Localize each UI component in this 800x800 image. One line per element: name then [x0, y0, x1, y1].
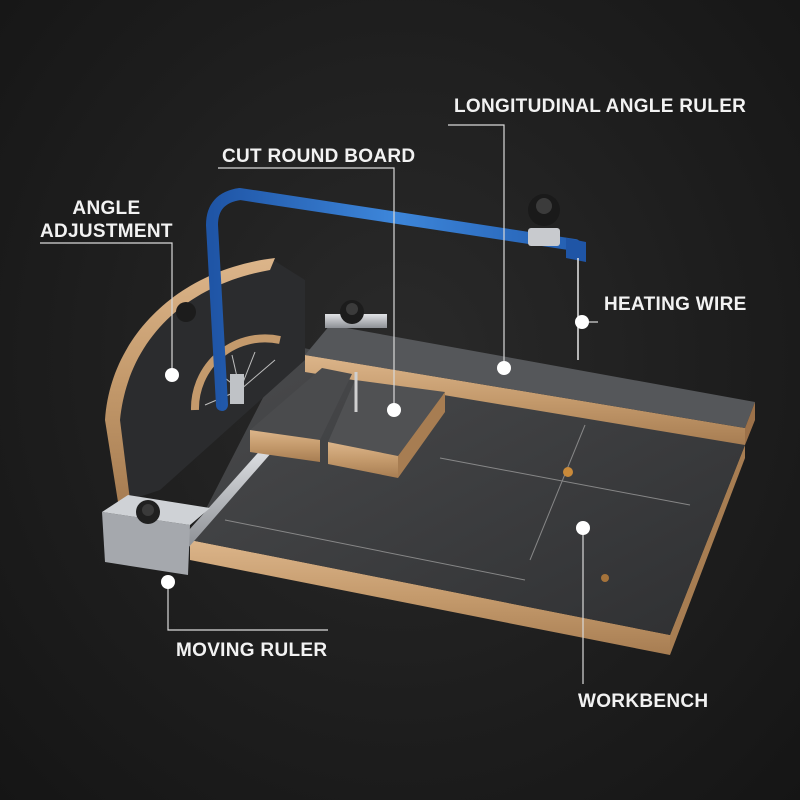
workbench-scale: [224, 424, 691, 581]
cut-round-board: [250, 368, 445, 478]
dot-angle: [165, 368, 179, 382]
callout-lines: [40, 124, 598, 684]
callout-angle: [40, 242, 173, 375]
arm-vertical: [206, 188, 581, 411]
side-knob: [176, 302, 196, 322]
label-workbench: WORKBENCH: [578, 691, 709, 712]
ruler-edge: [305, 355, 745, 445]
dot-longitudinal: [497, 361, 511, 375]
moving-ruler-block: [102, 512, 190, 575]
workbench-screw: [601, 574, 609, 582]
board-left-edge: [250, 430, 320, 462]
knob-front-inner: [142, 504, 154, 516]
label-angle-adjustment-line1: ANGLE: [72, 198, 141, 219]
callout-moving: [167, 582, 328, 631]
longitudinal-ruler: [305, 325, 755, 445]
label-angle-adjustment: ANGLE ADJUSTMENT: [40, 197, 173, 243]
label-heating-wire: HEATING WIRE: [604, 294, 747, 315]
moving-ruler: [102, 445, 272, 575]
dot-workbench: [576, 521, 590, 535]
angle-plate-edge: [105, 258, 275, 502]
dot-heating: [575, 315, 589, 329]
back-knob: [325, 300, 387, 328]
board-left-top: [250, 368, 352, 440]
label-cut-round-board: CUT ROUND BOARD: [222, 146, 416, 167]
callout-dots: [161, 315, 590, 589]
label-longitudinal-angle-ruler: LONGITUDINAL ANGLE RULER: [454, 96, 747, 117]
wire-arm: [206, 188, 586, 411]
ruler-end: [745, 402, 755, 445]
label-moving-ruler: MOVING RULER: [176, 640, 328, 661]
dot-cut: [387, 403, 401, 417]
callout-cut: [218, 167, 395, 410]
workbench-edge-front: [190, 540, 670, 655]
board-right-side: [398, 392, 445, 478]
tension-knob-body: [528, 228, 560, 246]
label-angle-adjustment-line2: ADJUSTMENT: [40, 221, 173, 242]
workbench-edge-right: [670, 445, 745, 655]
dot-moving: [161, 575, 175, 589]
workbench-center-mark: [563, 467, 573, 477]
callout-longitudinal: [448, 124, 505, 368]
arm-end: [566, 238, 586, 262]
board-right-edge: [328, 442, 398, 478]
tension-knob-cap: [536, 198, 552, 214]
ruler-top: [305, 325, 755, 428]
moving-ruler-bar: [180, 445, 272, 548]
arm-clamp: [230, 374, 244, 404]
